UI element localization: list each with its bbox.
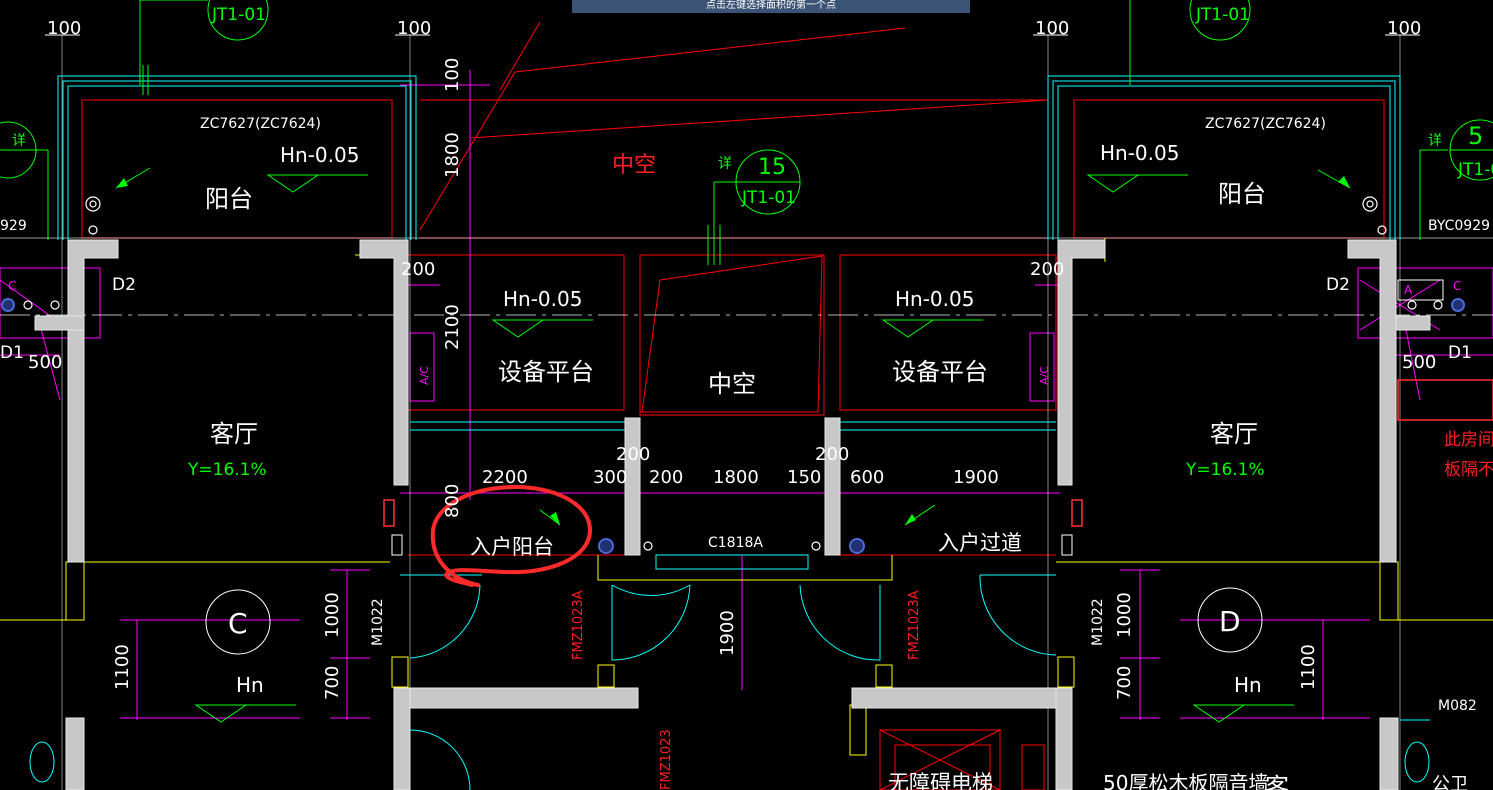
detail-center-num: 15 (758, 155, 786, 180)
ac-tag-right: A/C (1038, 366, 1051, 385)
dim-1900: 1900 (953, 467, 999, 488)
door-tag-fm-right: FMZ1023A (907, 590, 922, 660)
room-entry-corridor: 入户过道 (938, 531, 1022, 555)
dim-200a: 200 (401, 259, 435, 280)
room-living-right: 客厅 (1210, 420, 1258, 448)
detail-right-ref: JT1-01 (1457, 160, 1493, 180)
dim-500a: 500 (28, 352, 62, 373)
slope-left: Y=16.1% (187, 460, 267, 480)
dim-top-3: 100 (1035, 18, 1069, 39)
walls (34, 239, 1431, 790)
yellow-outlines (0, 238, 1493, 756)
window-tag-byc: BYC0929 (1428, 218, 1490, 234)
axis-label-d: D (1219, 605, 1241, 638)
room-partial: 客 (1265, 773, 1289, 790)
room-balcony-right: 阳台 (1218, 180, 1266, 208)
dim-200e: 200 (815, 444, 849, 465)
red-small-symbols (383, 379, 1493, 527)
floor-note: 50厚松木板隔音墙 (1103, 771, 1268, 790)
dim-v1000b: 1000 (1114, 592, 1135, 638)
ac-tag-left: A/C (418, 366, 431, 385)
axis-bubbles (205, 587, 1263, 655)
detail-top-left: JT1-01 (211, 5, 266, 25)
detail-right-num: 5 (1468, 122, 1483, 150)
door-tag-m082: M082 (1438, 698, 1477, 714)
detail-xiang-center: 详 (718, 156, 732, 172)
level-balcony-left: Hn-0.05 (280, 143, 359, 167)
dim-300: 300 (593, 467, 627, 488)
door-tag-m1022-right: M1022 (1090, 598, 1106, 646)
window-tag-c1818a: C1818A (708, 535, 763, 551)
dim-200d: 200 (616, 444, 650, 465)
room-entry-balcony: 入户阳台 (470, 535, 554, 559)
floor-drains (1, 298, 1465, 554)
markup-circle (430, 484, 593, 587)
door-tag-fm-bottom: FMZ1023 (659, 729, 674, 790)
dim-1800h: 1800 (713, 467, 759, 488)
dim-2200: 2200 (482, 467, 528, 488)
room-equip-left: 设备平台 (498, 358, 594, 386)
dim-v700b: 700 (1114, 666, 1135, 700)
room-void-top: 中空 (612, 153, 656, 178)
tag-c: C (1453, 279, 1461, 293)
detail-center-ref: JT1-01 (741, 188, 796, 208)
dim-v1900: 1900 (717, 610, 738, 656)
slope-arrows (116, 176, 1350, 525)
green-leaders (0, 0, 1493, 723)
level-equip-right: Hn-0.05 (895, 287, 974, 311)
door-hardware (391, 279, 1444, 556)
room-elevator: 无障碍电梯 (888, 771, 993, 790)
dim-top-2: 100 (397, 18, 431, 39)
tooltip-text: 点击左键选择面积的第一个点 (706, 0, 836, 11)
detail-top-right: JT1-01 (1195, 5, 1250, 25)
dim-500b: 500 (1402, 352, 1436, 373)
dim-v1800: 1800 (442, 132, 463, 178)
level-equip-left: Hn-0.05 (503, 287, 582, 311)
window-tag-zc-left: ZC7627(ZC7624) (200, 116, 321, 132)
dim-top-4: 100 (1387, 18, 1421, 39)
detail-xiang-left: 详 (12, 133, 26, 149)
red-room-outlines (81, 21, 1385, 790)
dim-200c: 200 (649, 467, 683, 488)
red-note-line2: 板隔不应 (1444, 460, 1493, 480)
door-tag-m1022-left: M1022 (370, 598, 386, 646)
tag-d1-right: D1 (1448, 343, 1472, 363)
window-tag-byc-left: 929 (0, 218, 27, 234)
room-equip-right: 设备平台 (892, 358, 988, 386)
dim-v1100b: 1100 (1298, 644, 1319, 690)
white-axis-lines (0, 34, 1493, 790)
dim-v700a: 700 (322, 666, 343, 700)
red-note-line1: 此房间内 (1444, 430, 1493, 450)
level-balcony-right: Hn-0.05 (1100, 141, 1179, 165)
axis-label-c: C (228, 607, 248, 640)
detail-xiang-right: 详 (1428, 133, 1442, 149)
dim-top-1: 100 (47, 18, 81, 39)
slope-right: Y=16.1% (1185, 460, 1265, 480)
room-living-left: 客厅 (210, 420, 258, 448)
dim-v100: 100 (442, 58, 463, 92)
dim-v1100a: 1100 (112, 644, 133, 690)
room-void-center: 中空 (708, 370, 756, 398)
tag-d2-left: D2 (112, 275, 136, 295)
window-tag-zc-right: ZC7627(ZC7624) (1205, 116, 1326, 132)
dim-v1000a: 1000 (322, 592, 343, 638)
dim-600: 600 (850, 467, 884, 488)
level-hn-right: Hn (1234, 673, 1262, 697)
dim-v800: 800 (442, 484, 463, 518)
tag-c-left: C (8, 279, 16, 293)
room-partial-2: 公卫 (1432, 774, 1468, 790)
level-hn-left: Hn (236, 673, 264, 697)
door-tag-fm-left: FMZ1023A (571, 590, 586, 660)
dim-150: 150 (787, 467, 821, 488)
dim-200b: 200 (1030, 259, 1064, 280)
tag-d2-right: D2 (1326, 275, 1350, 295)
tooltip-bar (572, 0, 970, 13)
tag-a: A (1404, 283, 1413, 297)
room-balcony-left: 阳台 (205, 185, 253, 213)
tag-d1-left: D1 (0, 343, 24, 363)
balcony-railings (29, 75, 1430, 790)
drain-symbols (23, 196, 1443, 551)
dim-v2100: 2100 (442, 304, 463, 350)
